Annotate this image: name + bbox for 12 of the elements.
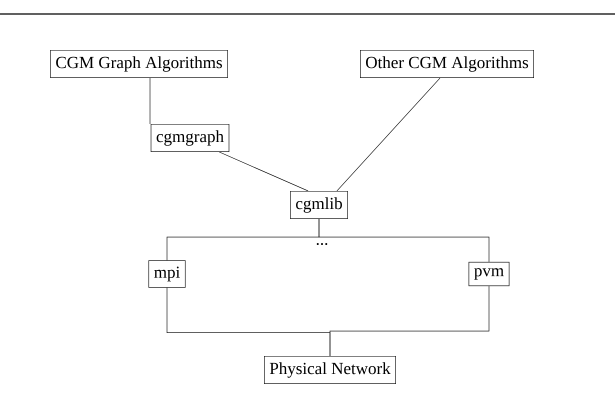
box: cgmgraph <box>150 124 230 152</box>
box: Other CGM Algorithms <box>360 50 534 78</box>
box: CGM Graph Algorithms <box>50 50 228 78</box>
connector-line <box>336 78 440 192</box>
connector-line <box>330 286 490 356</box>
ellipsis-label: ... <box>316 242 328 245</box>
box: pvm <box>468 262 510 286</box>
connector-line <box>219 152 308 192</box>
connector-line <box>318 218 490 262</box>
box: Physical Network <box>264 356 396 384</box>
box: mpi <box>148 260 186 288</box>
box: cgmlib <box>290 190 348 220</box>
